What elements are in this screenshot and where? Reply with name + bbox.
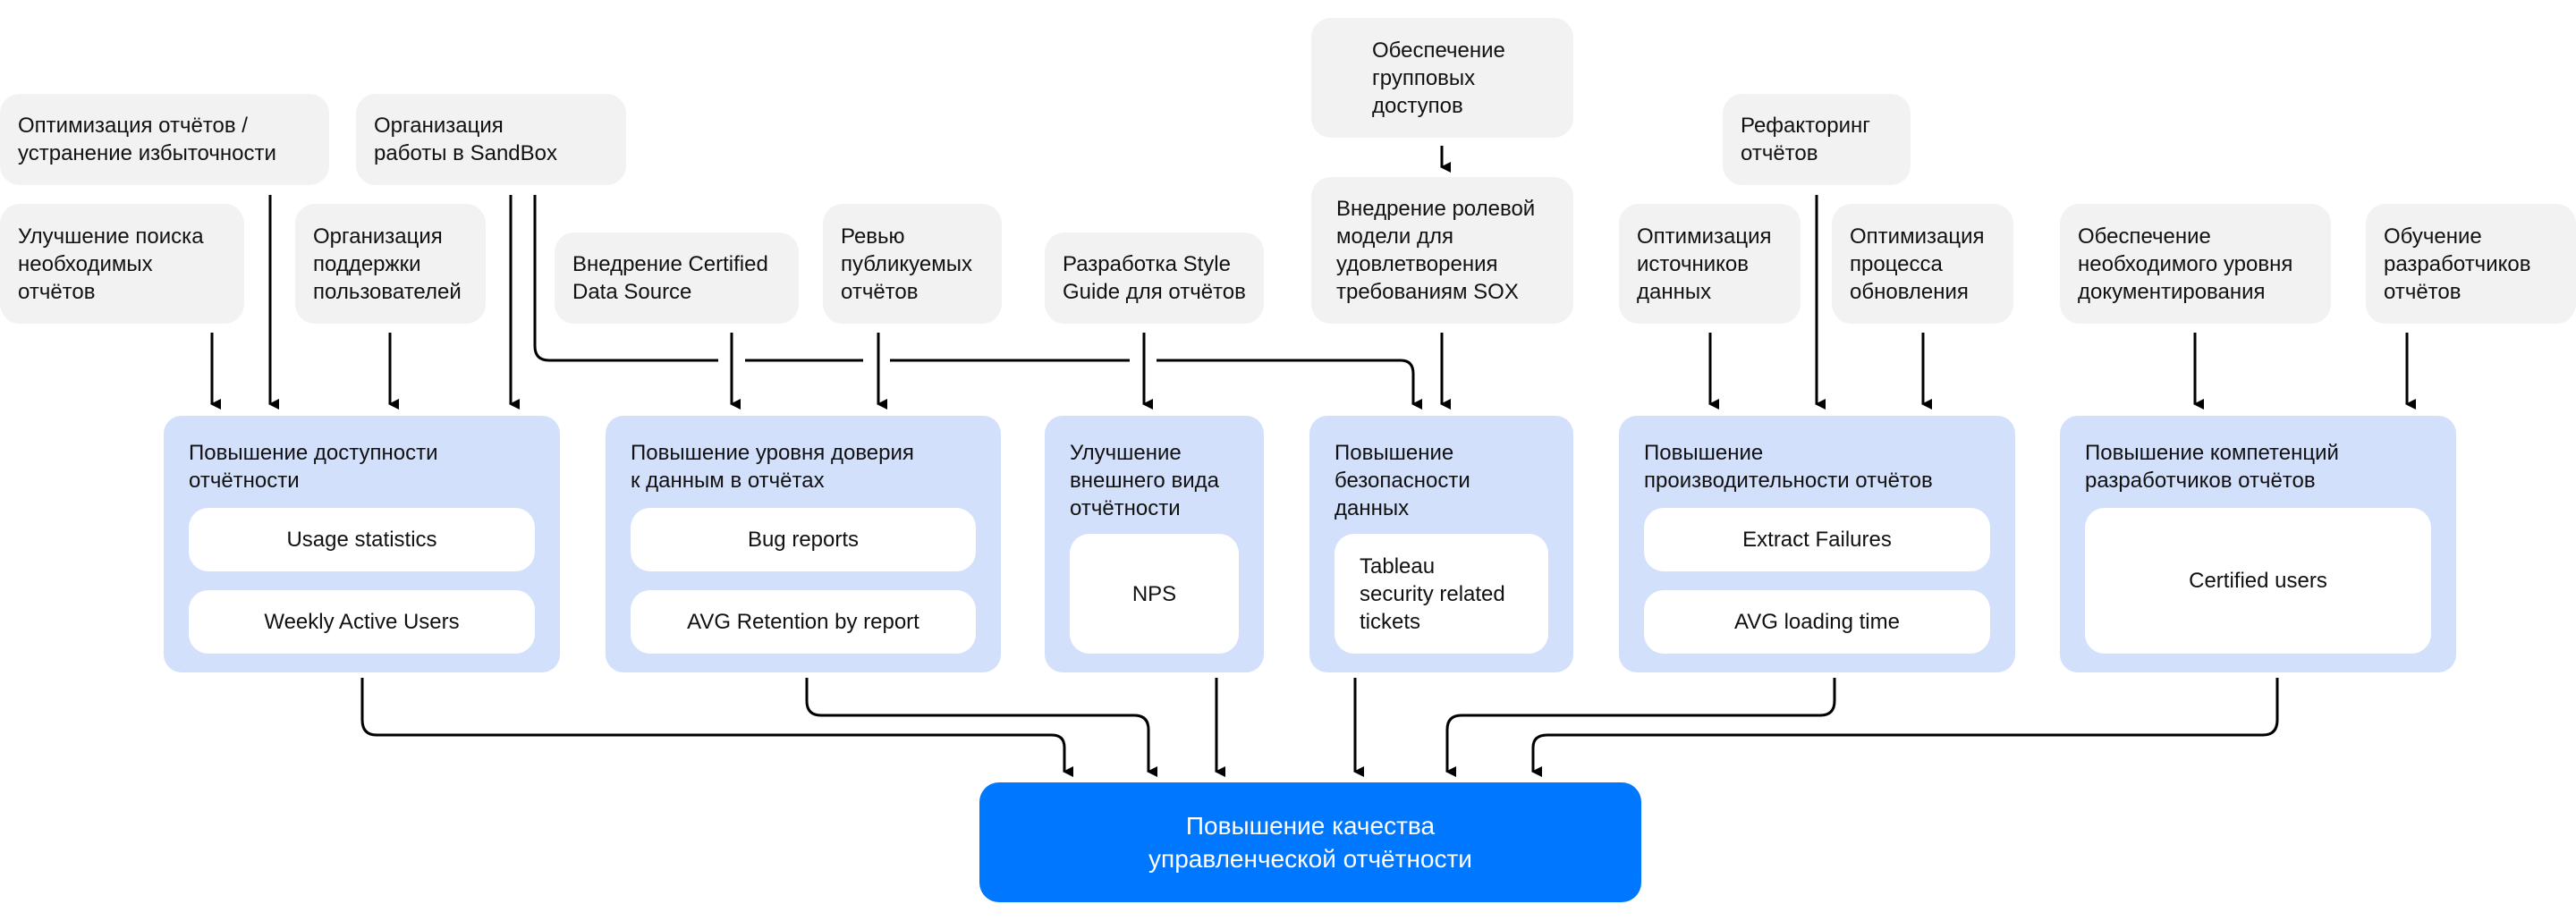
task-optimize-update: Оптимизация процесса обновления: [1832, 204, 2013, 324]
arrow-sandbox-to-security: [533, 195, 1413, 404]
task-optimize-reports: Оптимизация отчётов / устранение избыточ…: [0, 94, 329, 185]
task-documentation: Обеспечение необходимого уровня документ…: [2060, 204, 2331, 324]
task-user-support: Организация поддержки пользователей: [295, 204, 486, 324]
goal-trust-title: Повышение уровня доверия к данным в отчё…: [631, 441, 914, 493]
goal-competence-title: Повышение компетенций разработчиков отчё…: [2085, 441, 2339, 493]
metric-extract-failures: Extract Failures: [1644, 508, 1990, 571]
metric-security-tickets: Tableau security related tickets: [1335, 534, 1548, 654]
goal-trust: Повышение уровня доверия к данным в отчё…: [606, 416, 1001, 672]
goal-competence: Повышение компетенций разработчиков отчё…: [2060, 416, 2456, 672]
goal-appearance: Улучшение внешнего вида отчётности NPS: [1045, 416, 1264, 672]
arrow-competence-to-final: [1531, 678, 2279, 777]
final-goal: Повышение качества управленческой отчётн…: [979, 782, 1641, 902]
task-role-model: Внедрение ролевой модели для удовлетворе…: [1311, 177, 1573, 324]
metric-usage-statistics: Usage statistics: [189, 508, 535, 571]
arrow-performance-to-final: [1445, 678, 1836, 777]
task-group-access: Обеспечение групповых доступов: [1311, 18, 1573, 138]
metric-weekly-active-users: Weekly Active Users: [189, 590, 535, 654]
task-certified-data-source: Внедрение Certified Data Source: [555, 232, 799, 324]
metric-nps: NPS: [1070, 534, 1239, 654]
goal-availability: Повышение доступности отчётности Usage s…: [164, 416, 560, 672]
arrow-availability-to-final: [360, 678, 1073, 777]
metric-bug-reports: Bug reports: [631, 508, 976, 571]
goal-performance-title: Повышение производительности отчётов: [1644, 441, 1933, 493]
task-refactoring: Рефакторинг отчётов: [1723, 94, 1911, 185]
goal-appearance-title: Улучшение внешнего вида отчётности: [1070, 441, 1219, 520]
task-optimize-sources: Оптимизация источников данных: [1619, 204, 1801, 324]
task-review-reports: Ревью публикуемых отчётов: [823, 204, 1002, 324]
arrow-trust-to-final: [805, 678, 1157, 777]
metric-avg-retention: AVG Retention by report: [631, 590, 976, 654]
task-train-developers: Обучение разработчиков отчётов: [2366, 204, 2576, 324]
goal-performance: Повышение производительности отчётов Ext…: [1619, 416, 2015, 672]
metric-certified-users: Certified users: [2085, 508, 2431, 654]
task-style-guide: Разработка Style Guide для отчётов: [1045, 232, 1264, 324]
task-sandbox: Организация работы в SandBox: [356, 94, 626, 185]
goal-security-title: Повышение безопасности данных: [1335, 441, 1470, 520]
task-improve-search: Улучшение поиска необходимых отчётов: [0, 204, 244, 324]
metric-avg-loading-time: AVG loading time: [1644, 590, 1990, 654]
goal-availability-title: Повышение доступности отчётности: [189, 441, 438, 493]
goal-security: Повышение безопасности данных Tableau se…: [1309, 416, 1573, 672]
